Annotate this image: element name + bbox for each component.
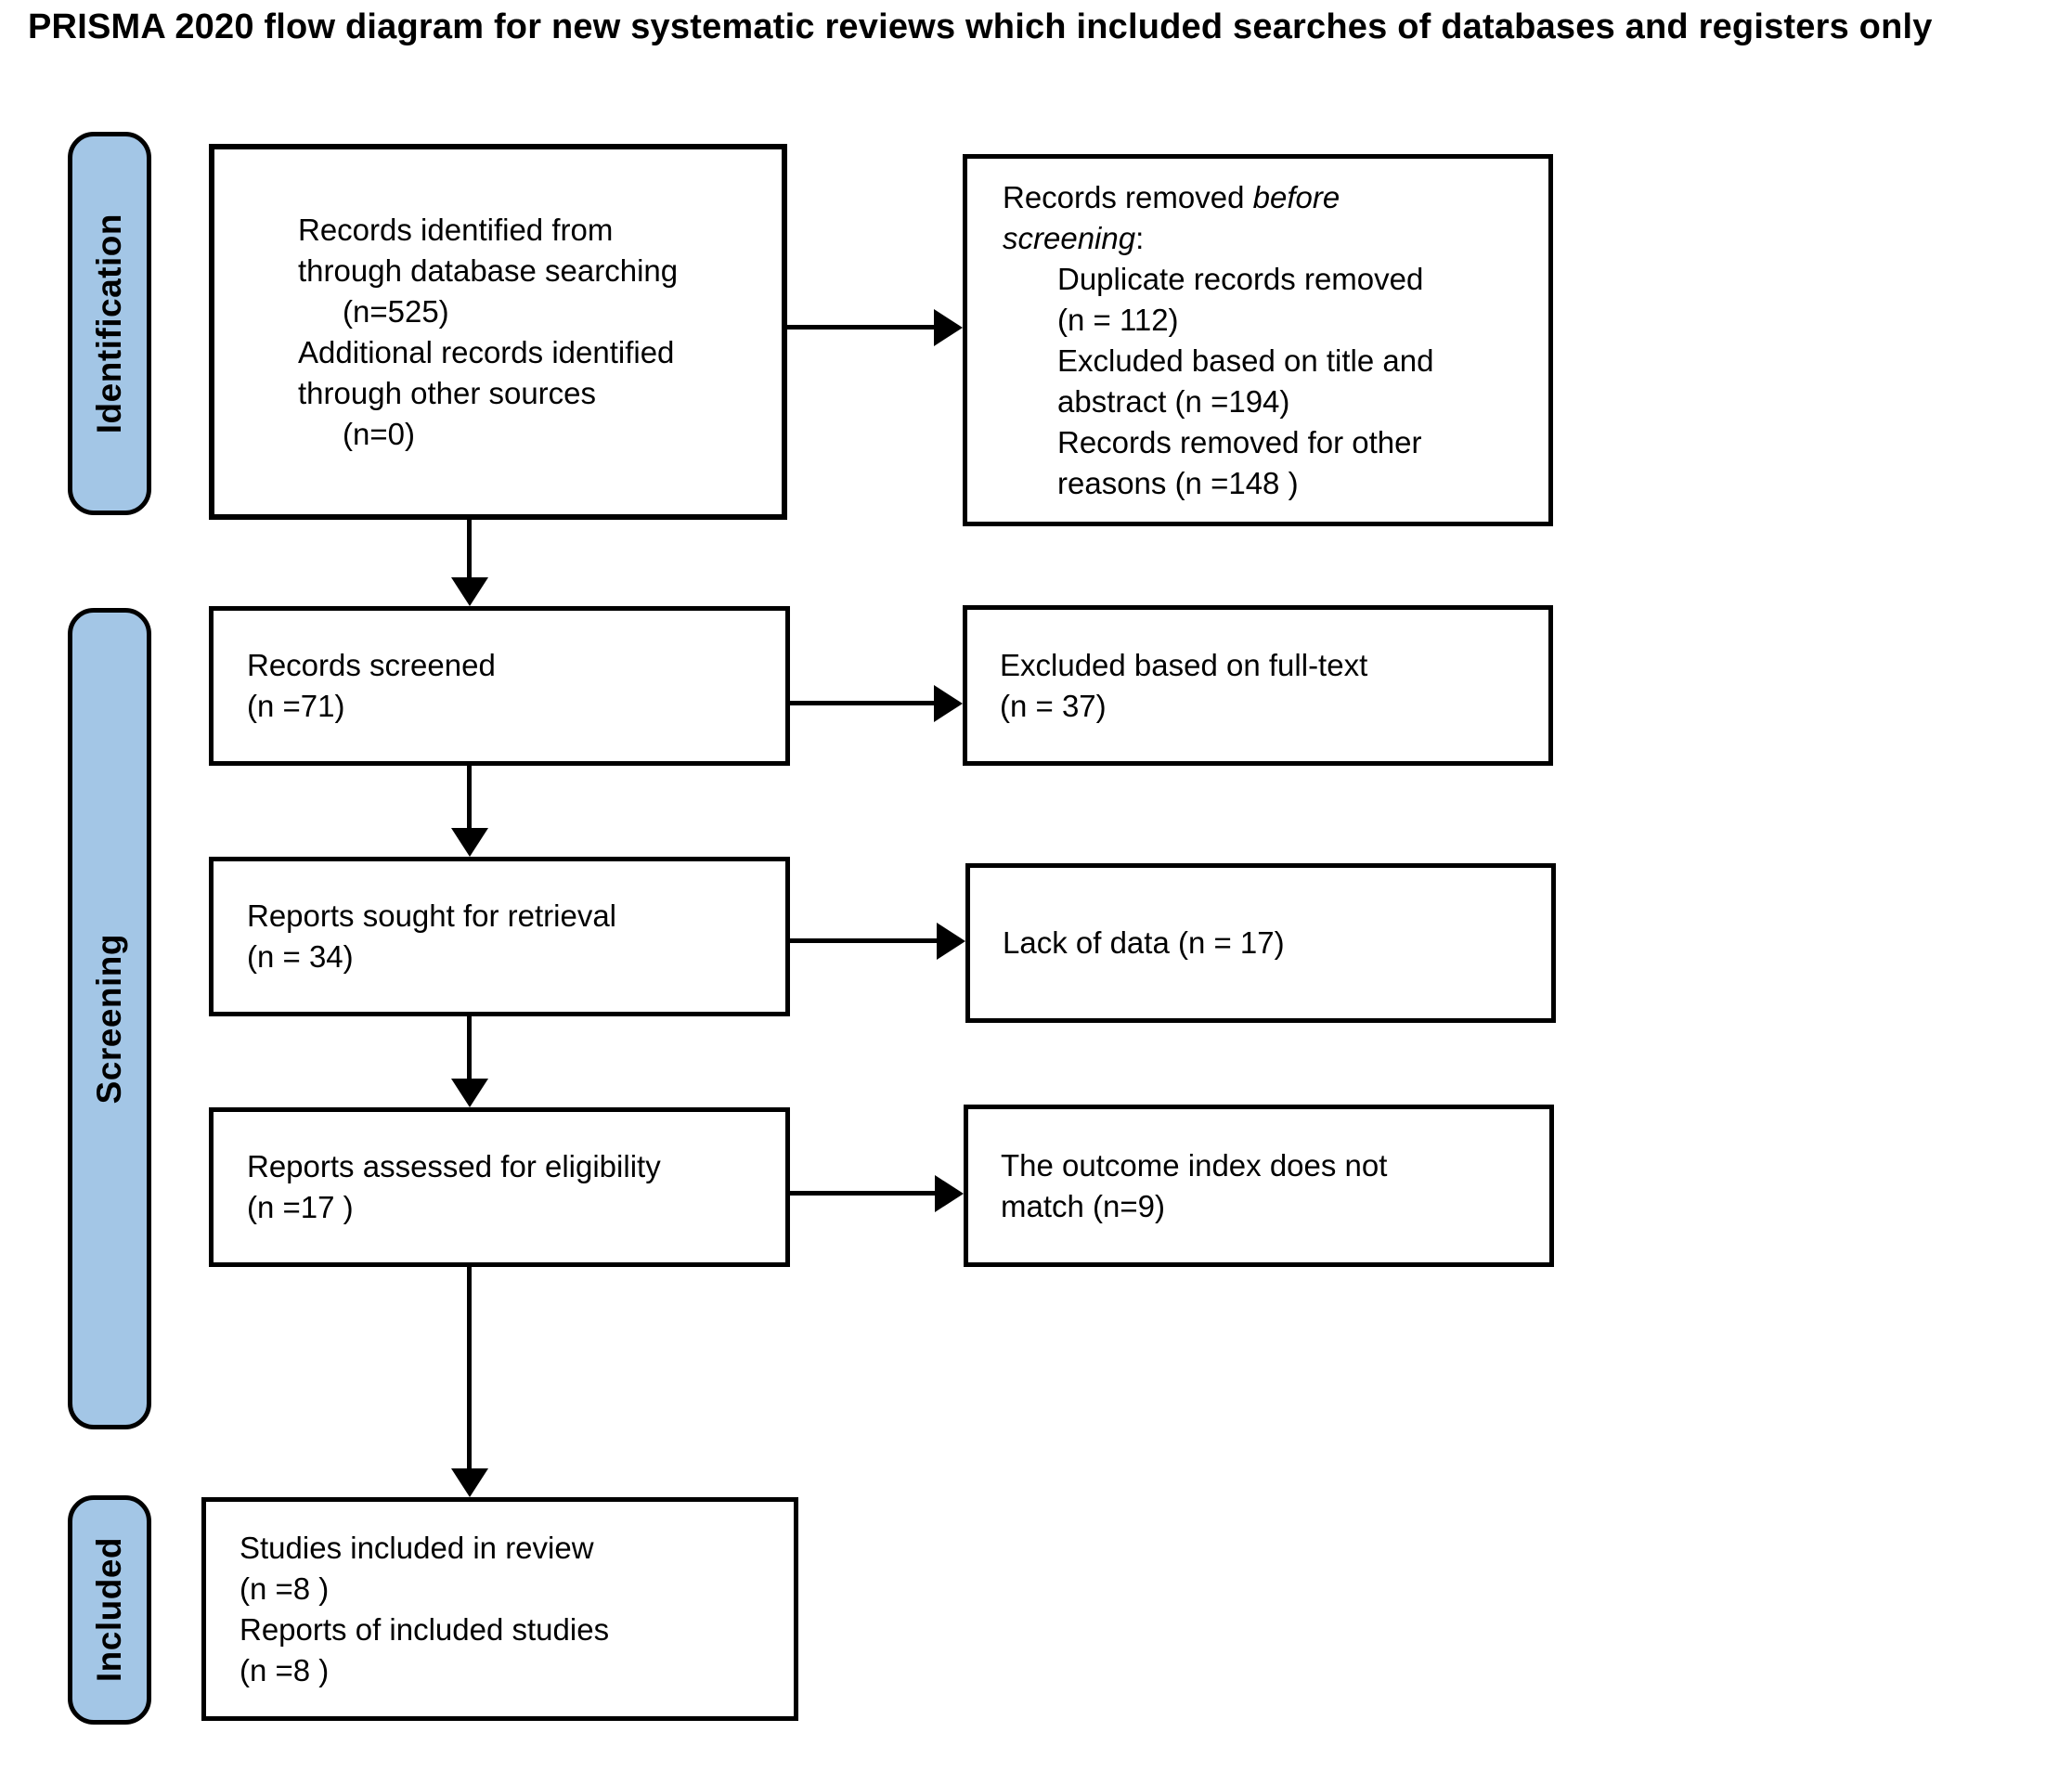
records-removed-box: Records removed before screening: Duplic… <box>963 154 1553 526</box>
stage-identification: Identification <box>68 132 151 515</box>
box-line: (n=0) <box>343 416 415 451</box>
diagram-title: PRISMA 2020 flow diagram for new systema… <box>28 7 1933 46</box>
box-line: match (n=9) <box>1001 1188 1165 1223</box>
excluded-fulltext-box: Excluded based on full-text (n = 37) <box>963 605 1553 766</box>
box-line: Records screened <box>247 648 496 682</box>
arrow-down-icon <box>451 1468 488 1497</box>
arrow-line <box>790 938 939 943</box>
studies-included-box: Studies included in review (n =8 ) Repor… <box>201 1497 798 1721</box>
box-line: Additional records identified <box>298 334 675 369</box>
arrow-line <box>467 1267 472 1473</box>
arrow-right-icon <box>937 923 965 960</box>
arrow-line <box>790 701 936 705</box>
arrow-right-icon <box>935 1175 964 1212</box>
box-line: (n = 34) <box>247 939 354 974</box>
reports-assessed-box: Reports assessed for eligibility (n =17 … <box>209 1107 790 1267</box>
box-line: (n =8 ) <box>240 1652 330 1687</box>
box-line: screening: <box>1003 220 1145 255</box>
stage-included-label: Included <box>90 1537 128 1683</box>
stage-included: Included <box>68 1495 151 1725</box>
box-line: The outcome index does not <box>1001 1147 1388 1183</box>
arrow-right-icon <box>934 309 963 346</box>
lack-of-data-box: Lack of data (n = 17) <box>965 863 1556 1023</box>
box-line: through other sources <box>298 375 597 410</box>
box-line: Duplicate records removed <box>1057 261 1424 296</box>
arrow-down-icon <box>451 577 488 606</box>
records-screened-box: Records screened (n =71) <box>209 606 790 766</box>
box-line: abstract (n =194) <box>1057 383 1290 419</box>
box-line: Reports sought for retrieval <box>247 898 617 933</box>
box-line: (n =17 ) <box>247 1190 354 1224</box>
box-line: (n = 112) <box>1057 302 1179 337</box>
records-identified-box: Records identified from through database… <box>209 144 787 520</box>
box-line: Records identified from <box>298 212 614 247</box>
box-line: Studies included in review <box>240 1530 594 1565</box>
arrow-down-icon <box>451 828 488 857</box>
arrow-line <box>467 1016 472 1083</box>
arrow-line <box>467 766 472 833</box>
box-line: reasons (n =148 ) <box>1057 465 1299 500</box>
box-line: Lack of data (n = 17) <box>1003 925 1285 960</box>
box-line: Records removed before <box>1003 179 1340 214</box>
box-line: (n =8 ) <box>240 1571 330 1606</box>
stage-screening: Screening <box>68 608 151 1429</box>
outcome-mismatch-box: The outcome index does not match (n=9) <box>964 1105 1554 1267</box>
arrow-line <box>790 1191 937 1196</box>
box-line: through database searching <box>298 252 679 288</box>
box-line: Excluded based on title and <box>1057 343 1434 378</box>
box-line: Records removed for other <box>1057 424 1422 459</box>
arrow-line <box>467 520 472 583</box>
box-line: (n = 37) <box>1000 688 1107 723</box>
arrow-line <box>787 325 936 330</box>
box-line: Reports of included studies <box>240 1611 610 1647</box>
reports-sought-box: Reports sought for retrieval (n = 34) <box>209 857 790 1016</box>
box-line: (n =71) <box>247 689 345 723</box>
stage-screening-label: Screening <box>90 933 128 1105</box>
arrow-right-icon <box>934 685 963 722</box>
box-line: (n=525) <box>343 293 449 329</box>
arrow-down-icon <box>451 1079 488 1107</box>
stage-identification-label: Identification <box>90 213 128 434</box>
box-line: Reports assessed for eligibility <box>247 1149 661 1183</box>
box-line: Excluded based on full-text <box>1000 647 1368 682</box>
